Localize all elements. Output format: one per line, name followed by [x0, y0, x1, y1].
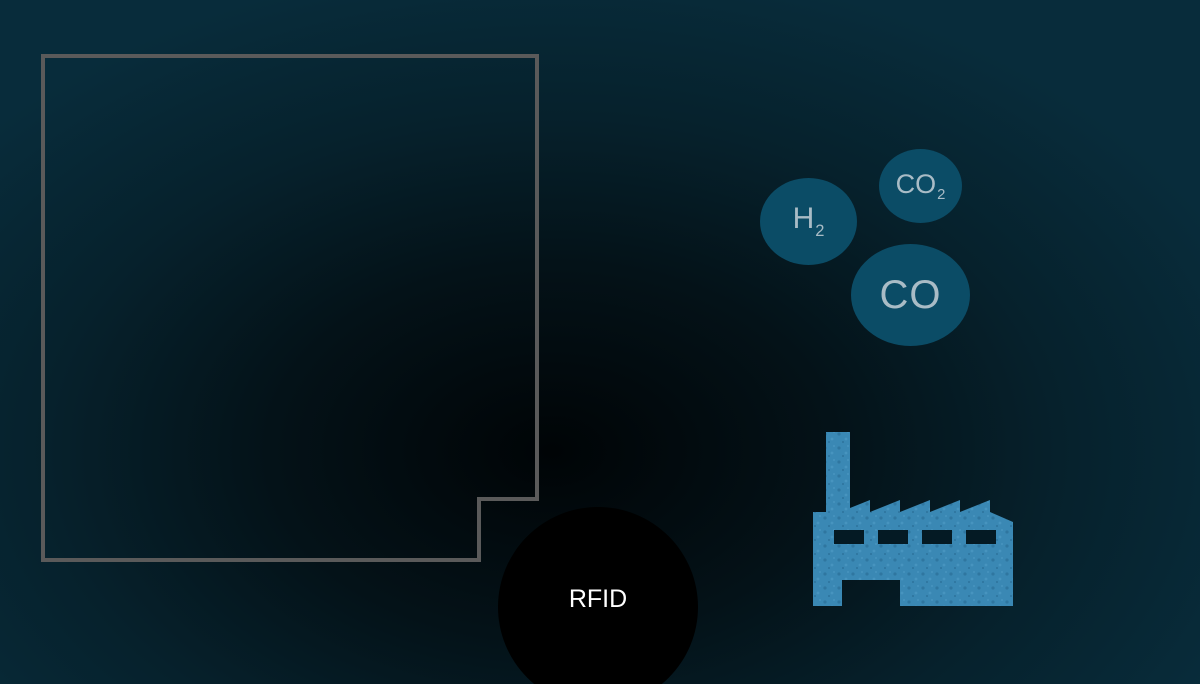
co2-label: CO2 [895, 168, 946, 204]
h2-label: H2 [792, 202, 825, 240]
co-bubble: CO [851, 244, 970, 346]
factory-icon [813, 432, 1013, 606]
rfid-label: RFID [568, 585, 628, 613]
rfid-circle [498, 507, 698, 684]
co2-bubble: CO2 [879, 149, 962, 223]
h2-bubble: H2 [760, 178, 857, 265]
co-label: CO [879, 272, 942, 317]
